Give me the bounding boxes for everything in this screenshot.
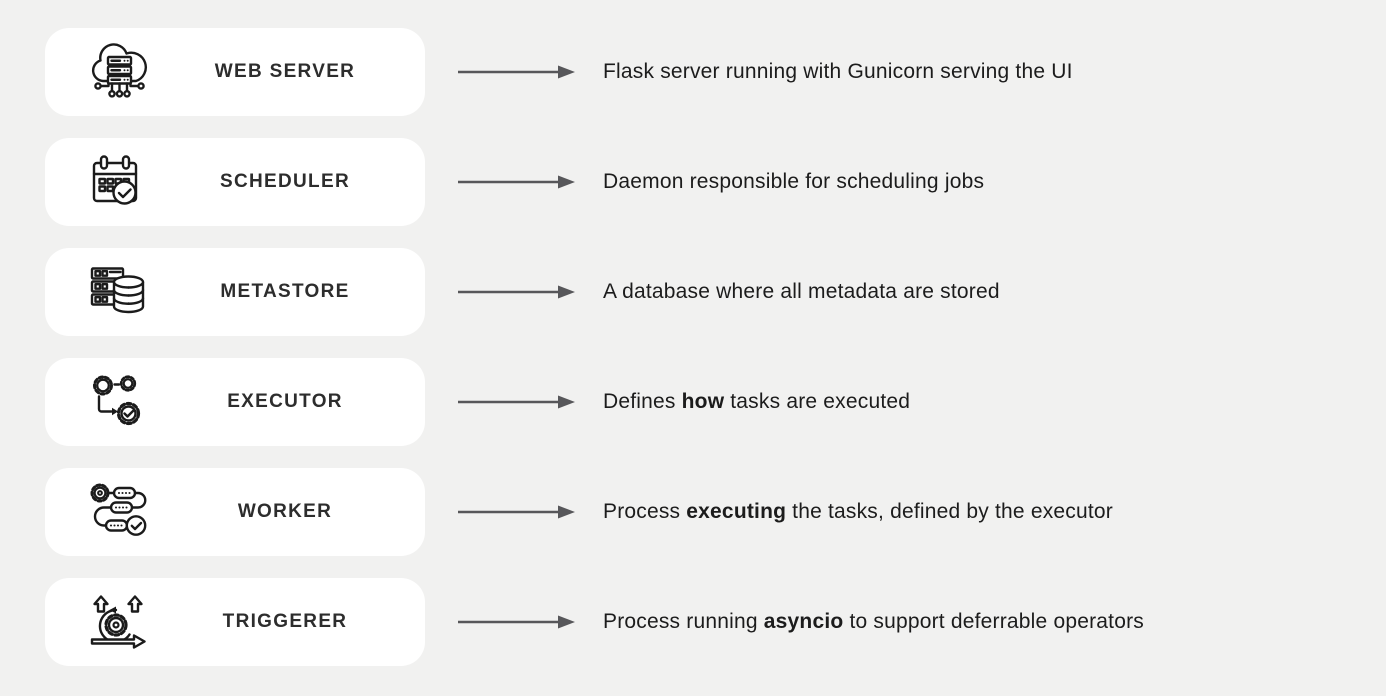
arrow-right-icon xyxy=(458,393,576,411)
component-card-web-server: WEB SERVER xyxy=(45,28,425,116)
component-row-executor: EXECUTOR Defines how tasks are executed xyxy=(45,358,1386,446)
sprint-loop-icon xyxy=(79,589,159,655)
component-row-web-server: WEB SERVER Flask server running with Gun… xyxy=(45,28,1386,116)
cloud-server-icon xyxy=(79,39,159,105)
component-description: Daemon responsible for scheduling jobs xyxy=(603,170,985,193)
arrow-right-icon xyxy=(458,283,576,301)
component-card-metastore: METASTORE xyxy=(45,248,425,336)
gear-task-chain-icon xyxy=(79,479,159,545)
component-description: A database where all metadata are stored xyxy=(603,280,1000,303)
arrow-right-icon xyxy=(458,613,576,631)
component-label: METASTORE xyxy=(220,281,350,302)
component-label: EXECUTOR xyxy=(227,391,343,412)
component-description: Process executing the tasks, defined by … xyxy=(603,500,1113,523)
component-row-metastore: METASTORE A database where all metadata … xyxy=(45,248,1386,336)
component-label: TRIGGERER xyxy=(222,611,348,632)
gears-workflow-icon xyxy=(79,369,159,435)
component-card-triggerer: TRIGGERER xyxy=(45,578,425,666)
component-label: WEB SERVER xyxy=(214,61,356,82)
arrow-right-icon xyxy=(458,173,576,191)
arrow-right-icon xyxy=(458,503,576,521)
component-description: Process running asyncio to support defer… xyxy=(603,610,1144,633)
component-description: Flask server running with Gunicorn servi… xyxy=(603,60,1073,83)
component-row-triggerer: TRIGGERER Process running asyncio to sup… xyxy=(45,578,1386,666)
component-description: Defines how tasks are executed xyxy=(603,390,911,413)
database-servers-icon xyxy=(79,259,159,325)
calendar-check-icon xyxy=(79,149,159,215)
component-label: SCHEDULER xyxy=(220,171,350,192)
component-card-worker: WORKER xyxy=(45,468,425,556)
component-card-executor: EXECUTOR xyxy=(45,358,425,446)
component-row-worker: WORKER Process executing the tasks, defi… xyxy=(45,468,1386,556)
arrow-right-icon xyxy=(458,63,576,81)
component-card-scheduler: SCHEDULER xyxy=(45,138,425,226)
component-row-scheduler: SCHEDULER Daemon responsible for schedul… xyxy=(45,138,1386,226)
component-label: WORKER xyxy=(237,501,333,522)
